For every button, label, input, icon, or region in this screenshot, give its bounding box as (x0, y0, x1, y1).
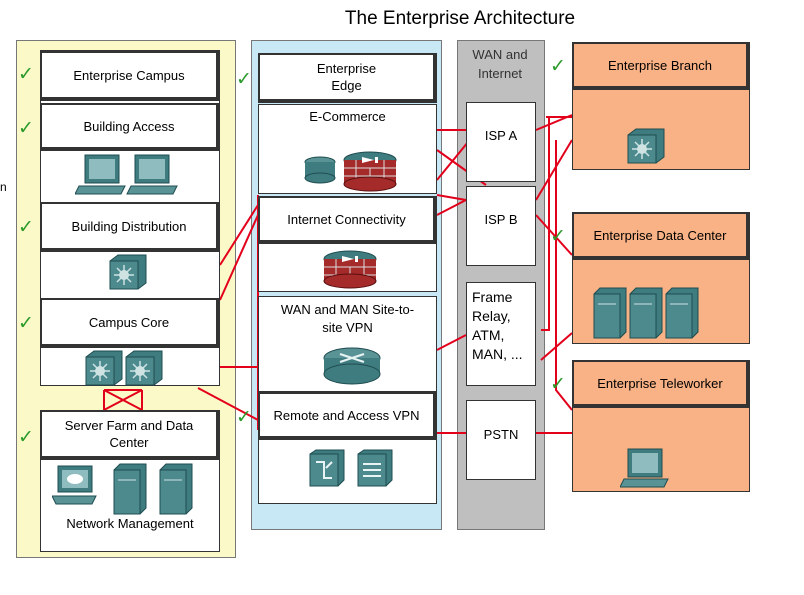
building-access-label: Building Access (83, 118, 175, 134)
server-farm-label-line1: Server Farm and Data (64, 418, 194, 433)
frame-relay-line: MAN, ... (472, 346, 523, 362)
building-access-header: Building Access (40, 103, 220, 151)
frame-relay-line: ATM, (472, 327, 505, 343)
check-icon: ✓ (18, 217, 34, 238)
check-icon: ✓ (236, 69, 252, 90)
enterprise-campus-label: Enterprise Campus (73, 67, 185, 83)
remote-access-vpn-header: Remote and Access VPN (258, 392, 437, 440)
network-management-label: Network Management (66, 516, 194, 531)
check-icon: ✓ (236, 407, 252, 428)
wan-man-vpn-label-line2: site VPN (322, 320, 373, 335)
frame-relay-line: Relay, (472, 308, 511, 324)
server-farm-devices (52, 463, 193, 515)
enterprise-edge-label-line2: Edge (331, 78, 362, 93)
branch-switch-icon (627, 128, 665, 164)
check-icon: ✓ (18, 118, 34, 139)
campus-core-header: Campus Core (40, 298, 220, 348)
enterprise-campus-header: Enterprise Campus (40, 51, 220, 101)
multilayer-switch-icon (109, 254, 147, 290)
vpn-devices (309, 449, 393, 487)
frame-relay-line: Frame (472, 289, 513, 305)
enterprise-branch-header: Enterprise Branch (572, 42, 750, 90)
campus-core-label: Campus Core (88, 314, 170, 330)
check-icon: ✓ (550, 374, 566, 395)
enterprise-edge-label-line1: Enterprise (316, 61, 377, 76)
pstn-label: PSTN (483, 427, 519, 442)
check-icon: ✓ (18, 64, 34, 85)
server-farm-header: Server Farm and Data Center (40, 410, 220, 460)
enterprise-edge-header: Enterprise Edge (258, 53, 437, 103)
isp-b-box: ISP B (466, 186, 536, 266)
internet-connectivity-label: Internet Connectivity (287, 211, 406, 227)
enterprise-teleworker-header: Enterprise Teleworker (572, 360, 750, 408)
data-center-servers (593, 287, 699, 339)
isp-a-box: ISP A (466, 102, 536, 182)
check-icon: ✓ (18, 427, 34, 448)
wan-man-vpn-label-line1: WAN and MAN Site-to- (280, 302, 415, 317)
building-distribution-label: Building Distribution (71, 218, 187, 234)
wan-man-vpn-panel (258, 296, 437, 392)
isp-a-label: ISP A (484, 128, 518, 143)
core-switch-icons (85, 350, 163, 386)
wan-internet-label-line2: Internet (477, 66, 523, 81)
building-distribution-header: Building Distribution (40, 202, 220, 252)
remote-access-vpn-label: Remote and Access VPN (273, 407, 420, 423)
cut-off-label: n (0, 180, 7, 194)
enterprise-data-center-label: Enterprise Data Center (593, 227, 727, 243)
isp-b-label: ISP B (484, 212, 518, 227)
frame-relay-box: Frame Relay, ATM, MAN, ... (466, 282, 536, 386)
server-farm-label-line2: Center (109, 435, 149, 450)
ecommerce-devices (304, 151, 397, 192)
check-icon: ✓ (550, 56, 566, 77)
diagram-title: The Enterprise Architecture (344, 8, 576, 29)
wan-internet-label-line1: WAN and (472, 47, 528, 62)
pc-icon (75, 154, 178, 195)
check-icon: ✓ (18, 313, 34, 334)
enterprise-teleworker-label: Enterprise Teleworker (597, 375, 723, 391)
internet-connectivity-header: Internet Connectivity (258, 196, 437, 244)
enterprise-branch-label: Enterprise Branch (607, 57, 713, 73)
check-icon: ✓ (550, 226, 566, 247)
firewall-icon (323, 250, 377, 289)
ecommerce-label: E-Commerce (309, 109, 386, 124)
router-icon (323, 347, 381, 385)
pstn-box: PSTN (466, 400, 536, 480)
enterprise-data-center-header: Enterprise Data Center (572, 212, 750, 260)
teleworker-pc-icon (620, 448, 669, 488)
